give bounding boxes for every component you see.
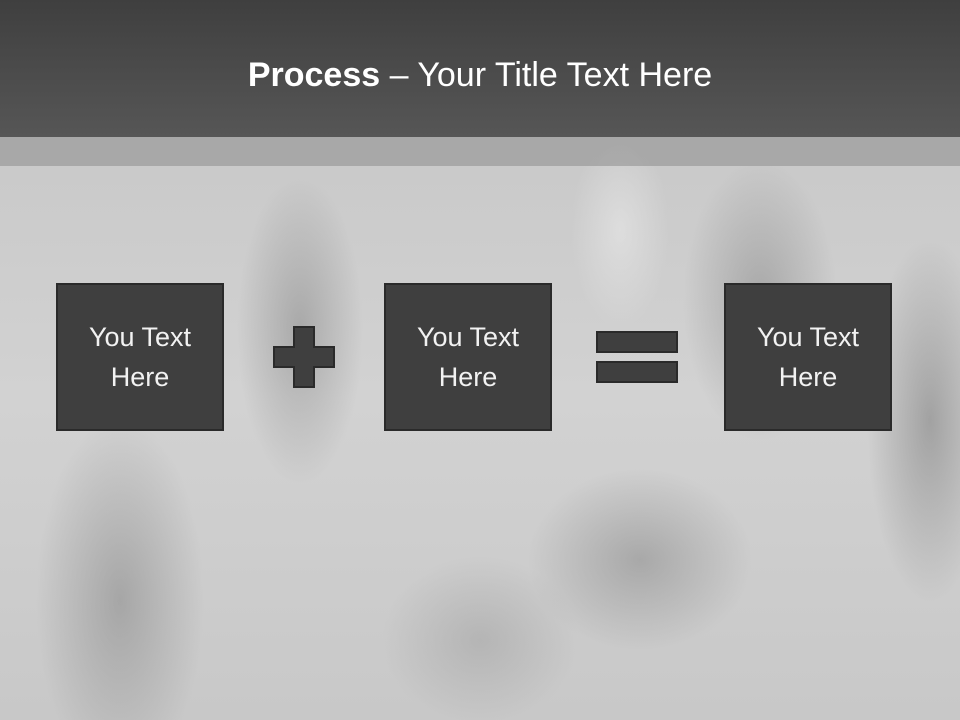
plus-icon <box>273 326 335 388</box>
slide-title: Process – Your Title Text Here <box>0 52 960 98</box>
process-box-1[interactable]: You Text Here <box>56 283 224 431</box>
title-bar <box>0 0 960 137</box>
process-box-2[interactable]: You Text Here <box>384 283 552 431</box>
equals-icon <box>596 331 678 383</box>
box-3-line-2: Here <box>778 362 838 392</box>
title-bar-strip <box>0 137 960 166</box>
box-1-line-1: You Text <box>88 322 192 352</box>
box-1-line-2: Here <box>110 362 170 392</box>
process-box-3[interactable]: You Text Here <box>724 283 892 431</box>
title-bold: Process <box>247 56 381 94</box>
box-3-line-1: You Text <box>756 322 860 352</box>
box-2-line-1: You Text <box>416 322 520 352</box>
box-2-line-2: Here <box>438 362 498 392</box>
title-rest: – Your Title Text Here <box>380 56 713 94</box>
